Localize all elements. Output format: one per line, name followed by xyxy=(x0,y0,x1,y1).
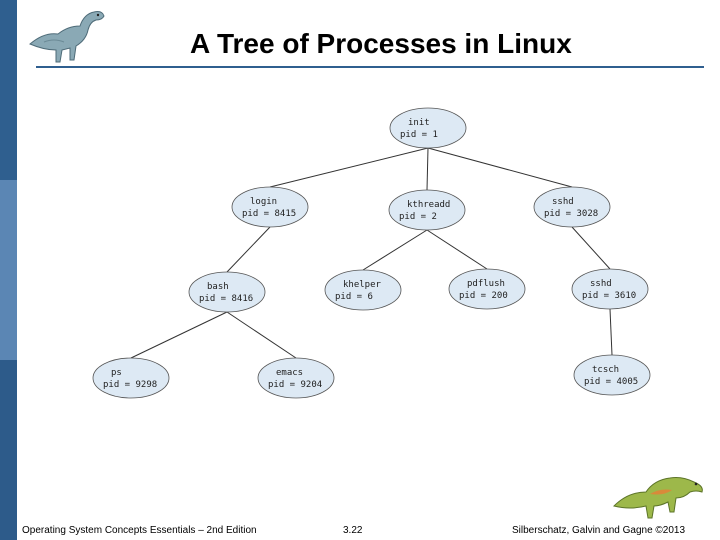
process-pid: pid = 8415 xyxy=(242,209,296,219)
side-bar xyxy=(0,0,17,540)
process-node: init pid = 1 xyxy=(389,107,467,149)
dinosaur-icon xyxy=(613,477,703,519)
title-divider xyxy=(36,66,704,68)
tree-edge xyxy=(269,147,429,188)
process-node-ellipse xyxy=(533,186,611,228)
process-pid: pid = 4005 xyxy=(584,377,638,387)
process-pid: pid = 9204 xyxy=(268,380,322,390)
side-bar-segment xyxy=(0,0,17,180)
process-name: init xyxy=(408,118,430,128)
process-node-ellipse xyxy=(92,357,170,399)
process-pid: pid = 9298 xyxy=(103,380,157,390)
process-node: tcsch pid = 4005 xyxy=(573,354,651,396)
tree-edge xyxy=(362,229,428,271)
tree-edge xyxy=(426,229,488,270)
tree-edge xyxy=(571,226,611,270)
process-node-ellipse xyxy=(257,357,335,399)
footer-book-title: Operating System Concepts Essentials – 2… xyxy=(22,525,257,536)
process-name: kthreadd xyxy=(407,200,450,210)
process-pid: pid = 3610 xyxy=(582,291,636,301)
process-node: bash pid = 8416 xyxy=(188,271,266,313)
process-node: kthreadd pid = 2 xyxy=(388,189,466,231)
process-node-ellipse xyxy=(188,271,266,313)
footer-page-number: 3.22 xyxy=(343,525,363,536)
process-pid: pid = 2 xyxy=(399,212,437,222)
process-pid: pid = 6 xyxy=(335,292,373,302)
process-name: tcsch xyxy=(592,365,619,375)
process-pid: pid = 3028 xyxy=(544,209,598,219)
process-name: emacs xyxy=(276,368,303,378)
process-node: sshd pid = 3610 xyxy=(571,268,649,310)
slide-title: A Tree of Processes in Linux xyxy=(190,28,572,59)
process-pid: pid = 200 xyxy=(459,291,508,301)
process-node: login pid = 8415 xyxy=(231,186,309,228)
process-node-ellipse xyxy=(573,354,651,396)
dinosaur-icon xyxy=(29,11,105,63)
footer-copyright: Silberschatz, Galvin and Gagne ©2013 xyxy=(512,525,686,536)
process-name: khelper xyxy=(343,280,382,290)
process-node: emacs pid = 9204 xyxy=(257,357,335,399)
tree-edge xyxy=(226,311,297,359)
process-name: bash xyxy=(207,282,229,292)
tree-edge xyxy=(426,147,429,191)
process-name: ps xyxy=(111,368,122,378)
process-pid: pid = 8416 xyxy=(199,294,253,304)
process-node: ps pid = 9298 xyxy=(92,357,170,399)
process-node-ellipse xyxy=(388,189,466,231)
process-name: pdflush xyxy=(467,279,505,289)
process-name: login xyxy=(250,197,277,207)
process-node: pdflush pid = 200 xyxy=(448,268,526,310)
tree-edge xyxy=(427,147,573,188)
side-bar-segment xyxy=(0,360,17,540)
process-node: sshd pid = 3028 xyxy=(533,186,611,228)
process-node-ellipse xyxy=(231,186,309,228)
process-node: khelper pid = 6 xyxy=(324,269,402,311)
process-node-ellipse xyxy=(571,268,649,310)
process-node-ellipse xyxy=(448,268,526,310)
tree-edge xyxy=(609,308,613,356)
tree-edge xyxy=(130,311,228,359)
process-name: sshd xyxy=(590,279,612,289)
side-bar-segment xyxy=(0,180,17,360)
process-node-ellipse xyxy=(324,269,402,311)
process-name: sshd xyxy=(552,197,574,207)
process-node-ellipse xyxy=(389,107,467,149)
process-pid: pid = 1 xyxy=(400,130,438,140)
tree-edge xyxy=(226,226,271,273)
